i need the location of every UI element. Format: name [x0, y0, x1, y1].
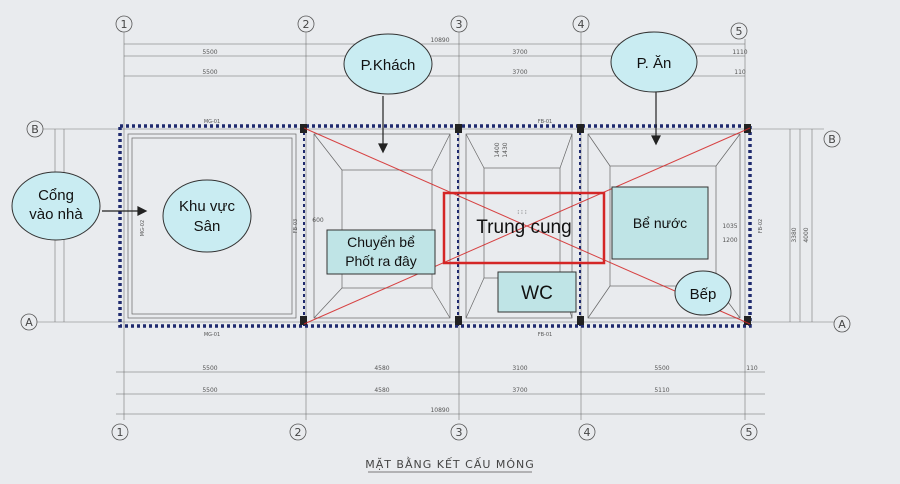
callout-khu-vuc-line2: Sân	[194, 218, 221, 235]
dim-bottom-row2-a: 5500	[202, 387, 217, 394]
label-wc-text: WC	[521, 283, 553, 304]
beam-code-fb01-bottom: FB-01	[538, 332, 552, 338]
axis-label-right-B: B	[828, 133, 836, 146]
inner-dim-c: 1035	[722, 223, 737, 230]
dim-top-row1-b: 3700	[512, 49, 527, 56]
dim-bottom-total: 10890	[430, 407, 449, 414]
dim-bottom-row1-b: 4580	[374, 365, 389, 372]
bottom-dimension-lines	[116, 371, 765, 415]
label-trung-cung: Trung cung	[476, 217, 571, 238]
axis-label-bottom-5: 5	[746, 426, 753, 439]
dim-right-a: 3380	[791, 227, 798, 242]
dim-bottom-row2-b: 4580	[374, 387, 389, 394]
beam-code-mg01-bottom: MG-01	[204, 332, 220, 338]
callout-bep-text: Bếp	[690, 286, 717, 303]
callout-khu-vuc-line1: Khu vực	[179, 198, 235, 215]
beam-code-fb01-top: FB-01	[538, 119, 552, 125]
dim-top-total: 10890	[430, 37, 449, 44]
beam-code-fb02: FB-02	[758, 219, 764, 233]
callout-p-khach	[343, 33, 433, 95]
callout-cong	[11, 171, 101, 241]
inner-dim-a: 1400	[494, 142, 501, 157]
axis-label-right-A: A	[838, 318, 846, 331]
vertical-grid-lines	[123, 32, 746, 420]
trung-cung-box	[442, 191, 606, 265]
label-chuyen-be-line2: Phốt ra đây	[345, 253, 417, 269]
label-be-nuoc-text: Bể nước	[633, 215, 687, 231]
axis-label-left-A: A	[25, 316, 33, 329]
callout-khu-vuc-san	[162, 179, 252, 253]
callout-p-an	[610, 31, 698, 93]
axis-label-top-2: 2	[303, 18, 310, 31]
bottom-axis-markers	[111, 423, 758, 441]
label-chuyen-be	[326, 229, 436, 275]
dim-bottom-row1-e: 110	[746, 365, 758, 372]
dim-bottom-row2-c: 3700	[512, 387, 527, 394]
axis-label-bottom-2: 2	[295, 426, 302, 439]
horizontal-grid-lines	[37, 128, 834, 323]
dim-top-row1-a: 5500	[202, 49, 217, 56]
callout-bep	[674, 270, 732, 316]
dim-top-row1-c: 1110	[732, 49, 747, 56]
axis-label-bottom-4: 4	[584, 426, 591, 439]
beam-code-fb03: FB-03	[293, 219, 299, 233]
dim-bottom-row1-d: 5500	[654, 365, 669, 372]
foundation-outline	[118, 124, 752, 328]
dim-bottom-row1-c: 3100	[512, 365, 527, 372]
trung-cung-note: ⁝ ⁝ ⁝	[517, 209, 527, 216]
axis-marker-top-5	[730, 22, 748, 40]
callout-cong-line2: vào nhà	[29, 206, 83, 223]
dim-right-b: 4000	[803, 227, 810, 242]
label-chuyen-be-line1: Chuyển bể	[347, 234, 415, 250]
axis-label-bottom-1: 1	[117, 426, 124, 439]
axis-label-top-3: 3	[456, 18, 463, 31]
axis-label-top-4: 4	[578, 18, 585, 31]
beam-code-mg02: MG-02	[140, 220, 146, 236]
beam-code-mg01-top: MG-01	[204, 119, 220, 125]
label-wc	[497, 271, 577, 313]
callout-cong-line1: Cổng	[38, 187, 74, 204]
inner-dim-b: 1430	[502, 142, 509, 157]
dim-top-row2-c: 110	[734, 69, 746, 76]
dim-top-row2-a: 5500	[202, 69, 217, 76]
axis-label-top-1: 1	[121, 18, 128, 31]
inner-dim-d: 1200	[722, 237, 737, 244]
callout-p-khach-text: P.Khách	[361, 57, 416, 74]
plan-title: MẶT BẰNG KẾT CẤU MÓNG	[365, 457, 535, 471]
callout-arrows	[102, 92, 661, 216]
columns	[300, 124, 751, 325]
label-be-nuoc	[611, 186, 709, 260]
callout-p-an-text: P. Ăn	[637, 55, 672, 72]
dim-bottom-row2-d: 5110	[654, 387, 669, 394]
axis-label-bottom-3: 3	[456, 426, 463, 439]
axis-label-left-B: B	[31, 123, 39, 136]
axis-label-top-5: 5	[736, 25, 743, 38]
inner-dim-e: 600	[312, 217, 324, 224]
dim-top-row2-b: 3700	[512, 69, 527, 76]
dim-bottom-row1-a: 5500	[202, 365, 217, 372]
